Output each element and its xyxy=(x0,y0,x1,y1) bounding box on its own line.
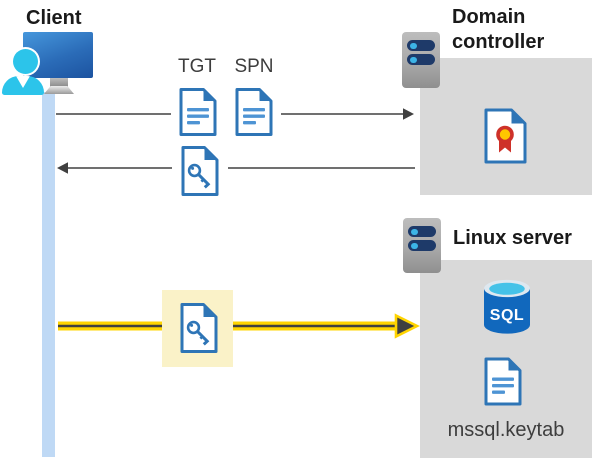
domain-controller-label: Domain controller xyxy=(452,6,545,53)
sql-database-icon: SQL xyxy=(482,278,532,336)
server-bar-icon xyxy=(408,226,436,237)
keytab-document-icon xyxy=(483,356,523,407)
domain-controller-server-icon xyxy=(402,32,440,88)
linux-server-icon xyxy=(403,218,441,273)
sql-label: SQL xyxy=(490,307,524,324)
key-ticket-icon xyxy=(180,145,220,197)
server-bar-icon xyxy=(408,240,436,251)
tgt-document-icon xyxy=(178,87,218,137)
user-icon xyxy=(13,49,38,74)
client-timeline xyxy=(42,92,55,457)
tgt-label: TGT xyxy=(178,56,216,77)
spn-label: SPN xyxy=(234,56,274,77)
certificate-icon xyxy=(483,107,528,165)
spn-document-icon xyxy=(234,87,274,137)
user-body-icon xyxy=(2,76,44,95)
monitor-stand-neck xyxy=(50,78,68,87)
linux-server-label: Linux server xyxy=(453,227,572,249)
sql-connection-arrow xyxy=(58,313,420,339)
client-label: Client xyxy=(26,7,82,29)
keytab-label: mssql.keytab xyxy=(447,419,565,441)
highlighted-key-ticket-icon xyxy=(179,302,219,354)
server-bar-icon xyxy=(407,54,435,65)
ticket-response-arrow xyxy=(57,162,415,174)
server-bar-icon xyxy=(407,40,435,51)
monitor-stand-base xyxy=(44,86,74,94)
